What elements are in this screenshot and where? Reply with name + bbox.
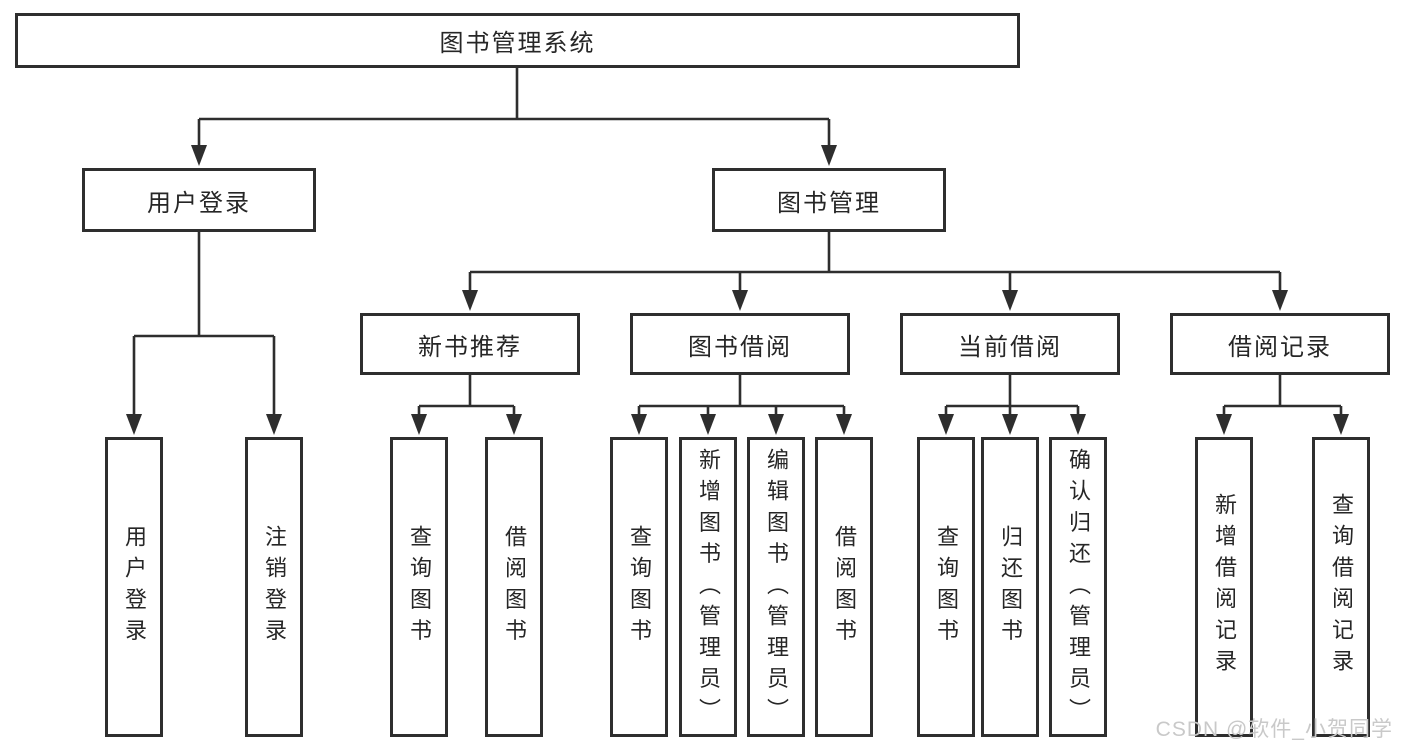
leaf-query-books-recommend: 查询图书	[390, 437, 448, 737]
leaf-add-book-admin: 新增图书（管理员）	[679, 437, 737, 737]
node-root-library-system: 图书管理系统	[15, 13, 1020, 68]
node-new-book-recommend: 新书推荐	[360, 313, 580, 375]
arrowhead	[191, 145, 207, 166]
arrowhead	[821, 145, 837, 166]
arrowhead	[126, 414, 142, 435]
node-book-borrow: 图书借阅	[630, 313, 850, 375]
arrowhead	[1272, 290, 1288, 311]
node-borrow-records: 借阅记录	[1170, 313, 1390, 375]
leaf-query-borrow-record: 查询借阅记录	[1312, 437, 1370, 737]
arrowhead	[411, 414, 427, 435]
leaf-add-borrow-record: 新增借阅记录	[1195, 437, 1253, 737]
arrowhead	[836, 414, 852, 435]
connector-current-to-leaves	[938, 375, 1086, 435]
arrowhead	[1070, 414, 1086, 435]
connector-root-to-level2	[191, 68, 837, 166]
connector-management-to-level3	[462, 232, 1288, 311]
leaf-confirm-return-admin: 确认归还（管理员）	[1049, 437, 1107, 737]
csdn-watermark: CSDN @软件_小贺同学	[1155, 718, 1393, 741]
leaf-user-login: 用户登录	[105, 437, 163, 737]
node-current-borrow: 当前借阅	[900, 313, 1120, 375]
node-user-login: 用户登录	[82, 168, 316, 232]
leaf-edit-book-admin: 编辑图书（管理员）	[747, 437, 805, 737]
arrowhead	[1216, 414, 1232, 435]
arrowhead	[462, 290, 478, 311]
leaf-return-book: 归还图书	[981, 437, 1039, 737]
leaf-query-books-current: 查询图书	[917, 437, 975, 737]
arrowhead	[768, 414, 784, 435]
connector-login-to-leaves	[126, 232, 282, 435]
arrowhead	[1002, 414, 1018, 435]
arrowhead	[266, 414, 282, 435]
connector-records-to-leaves	[1216, 375, 1349, 435]
arrowhead	[1002, 290, 1018, 311]
connector-borrow-to-leaves	[631, 375, 852, 435]
arrowhead	[938, 414, 954, 435]
arrowhead	[631, 414, 647, 435]
arrowhead	[506, 414, 522, 435]
arrowhead	[1333, 414, 1349, 435]
leaf-logout: 注销登录	[245, 437, 303, 737]
leaf-borrow-books-borrow: 借阅图书	[815, 437, 873, 737]
connector-recommend-to-leaves	[411, 375, 522, 435]
arrowhead	[700, 414, 716, 435]
leaf-borrow-books-recommend: 借阅图书	[485, 437, 543, 737]
arrowhead	[732, 290, 748, 311]
leaf-query-books-borrow: 查询图书	[610, 437, 668, 737]
node-book-management: 图书管理	[712, 168, 946, 232]
